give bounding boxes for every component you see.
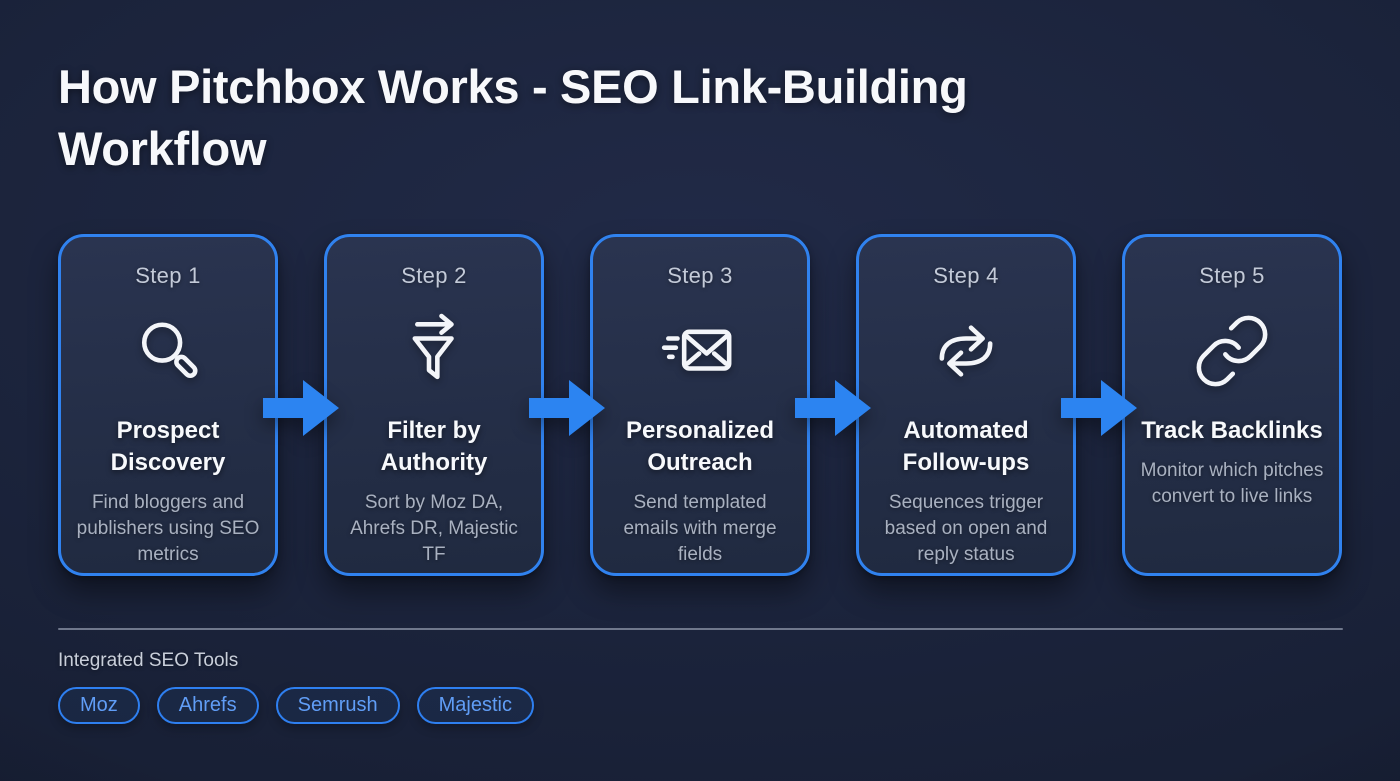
page-title-line2: Workflow xyxy=(58,121,267,175)
step-card-2: Step 2 Filter by Authority Sort by Moz D… xyxy=(324,234,544,576)
step-card-1: Step 1 Prospect Discovery Find bloggers … xyxy=(58,234,278,576)
step-description: Send templated emails with merge fields xyxy=(623,491,777,565)
tool-badges-row: Moz Ahrefs Semrush Majestic xyxy=(58,687,534,724)
search-icon xyxy=(76,309,260,393)
step-description: Monitor which pitches convert to live li… xyxy=(1140,459,1324,507)
tool-badge-ahrefs: Ahrefs xyxy=(156,687,259,724)
step-card-5: Step 5 Track Backlinks Monitor which pit… xyxy=(1122,234,1342,576)
step-label: Step 1 xyxy=(135,263,201,288)
step-title: Automated Follow-ups xyxy=(902,417,1030,476)
filter-icon xyxy=(342,309,526,393)
tool-badge-majestic: Majestic xyxy=(416,687,534,724)
step-label: Step 4 xyxy=(933,263,999,288)
step-title: Prospect Discovery xyxy=(110,417,226,476)
step-label: Step 5 xyxy=(1199,263,1265,288)
tool-badge-moz: Moz xyxy=(58,687,140,724)
step-title: Filter by Authority xyxy=(380,417,488,476)
step-card-3: Step 3 Personalized Outreach Send templa… xyxy=(590,234,810,576)
page-title-line1: How Pitchbox Works - SEO Link-Building xyxy=(58,60,968,113)
footer-divider xyxy=(58,628,1343,630)
flow-arrow-icon xyxy=(795,380,871,436)
step-title: Track Backlinks xyxy=(1141,417,1323,444)
workflow-steps-row: Step 1 Prospect Discovery Find bloggers … xyxy=(58,234,1342,576)
step-description: Sequences trigger based on open and repl… xyxy=(884,491,1048,565)
sync-icon xyxy=(874,309,1058,393)
flow-arrow-icon xyxy=(263,380,339,436)
step-description: Find bloggers and publishers using SEO m… xyxy=(76,491,260,565)
send-email-icon xyxy=(608,309,792,393)
link-icon xyxy=(1140,309,1324,393)
step-label: Step 3 xyxy=(667,263,733,288)
tool-badge-semrush: Semrush xyxy=(275,687,400,724)
step-description: Sort by Moz DA, Ahrefs DR, Majestic TF xyxy=(350,491,518,565)
step-label: Step 2 xyxy=(401,263,467,288)
flow-arrow-icon xyxy=(529,380,605,436)
integrated-tools-label: Integrated SEO Tools xyxy=(58,650,239,671)
flow-arrow-icon xyxy=(1061,380,1137,436)
step-card-4: Step 4 Automated Follow-ups Sequences tr… xyxy=(856,234,1076,576)
step-title: Personalized Outreach xyxy=(625,417,775,476)
